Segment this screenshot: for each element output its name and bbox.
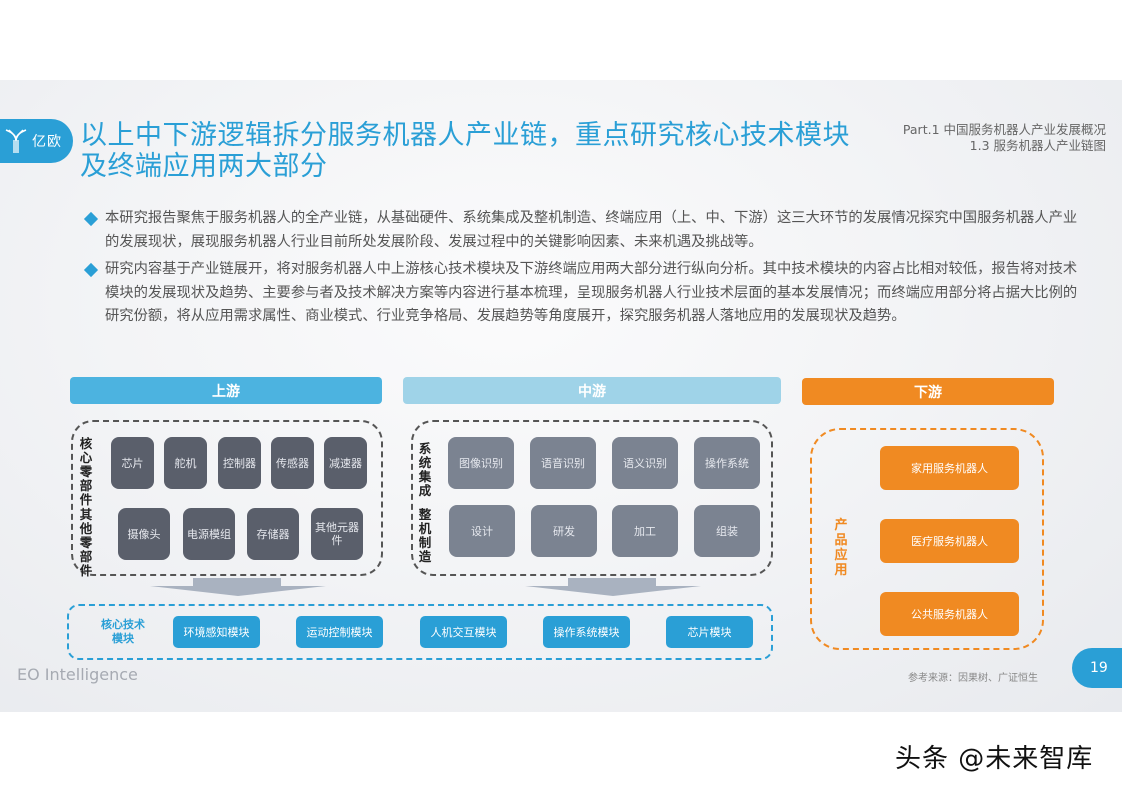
down-arrow-icon: [525, 578, 701, 596]
component-box: 摄像头: [118, 508, 170, 560]
component-box: 组装: [694, 505, 760, 557]
downstream-header: 下游: [802, 378, 1054, 405]
section-sub: 1.3 服务机器人产业链图: [969, 138, 1106, 153]
component-box: 其他元器件: [311, 508, 363, 560]
diamond-bullet-icon: [83, 211, 99, 227]
group-label-core-parts: 核心零部件: [79, 436, 93, 507]
tech-module-box: 芯片模块: [666, 616, 753, 648]
bullet-item: 本研究报告聚焦于服务机器人的全产业链，从基础硬件、系统集成及整机制造、终端应用（…: [83, 207, 1078, 254]
component-box: 设计: [449, 505, 515, 557]
component-box: 研发: [531, 505, 597, 557]
component-box: 电源模组: [183, 508, 235, 560]
application-box: 公共服务机器人: [880, 592, 1019, 636]
bullet-list: 本研究报告聚焦于服务机器人的全产业链，从基础硬件、系统集成及整机制造、终端应用（…: [83, 207, 1078, 333]
component-box: 图像识别: [448, 437, 514, 489]
logo-text: 亿欧: [32, 134, 62, 150]
component-box: 操作系统: [694, 437, 760, 489]
tech-module-box: 环境感知模块: [173, 616, 260, 648]
group-label-manufacturing: 整机制造: [418, 507, 432, 564]
logo-y-icon: [5, 129, 27, 153]
watermark: 头条 @未来智库: [895, 744, 1094, 774]
component-box: 芯片: [111, 437, 154, 489]
tech-module-box: 运动控制模块: [296, 616, 383, 648]
core-tech-label: 核心技术模块: [101, 618, 145, 645]
midstream-box: [411, 420, 773, 576]
component-box: 减速器: [324, 437, 367, 489]
component-box: 语音识别: [530, 437, 596, 489]
slide: 亿欧 以上中下游逻辑拆分服务机器人产业链，重点研究核心技术模块及终端应用两大部分…: [0, 80, 1122, 712]
down-arrow-icon: [150, 578, 326, 596]
page-title: 以上中下游逻辑拆分服务机器人产业链，重点研究核心技术模块及终端应用两大部分: [80, 120, 850, 182]
tech-module-box: 人机交互模块: [420, 616, 507, 648]
footer-brand: EO Intelligence: [17, 665, 138, 684]
application-box: 家用服务机器人: [880, 446, 1019, 490]
group-label-product-application: 产品应用: [834, 518, 848, 578]
group-label-system-integration: 系统集成: [418, 441, 432, 498]
midstream-header: 中游: [403, 377, 781, 404]
downstream-box: [810, 428, 1044, 650]
diamond-bullet-icon: [83, 262, 99, 278]
component-box: 传感器: [271, 437, 314, 489]
component-box: 舵机: [164, 437, 207, 489]
section-reference: Part.1 中国服务机器人产业发展概况 1.3 服务机器人产业链图: [903, 122, 1106, 154]
component-box: 存储器: [247, 508, 299, 560]
component-box: 语义识别: [612, 437, 678, 489]
upstream-box: [71, 420, 383, 576]
page-number: 19: [1072, 648, 1122, 688]
core-tech-box: [67, 604, 773, 660]
upstream-header: 上游: [70, 377, 382, 404]
bullet-item: 研究内容基于产业链展开，将对服务机器人中上游核心技术模块及下游终端应用两大部分进…: [83, 258, 1078, 329]
application-box: 医疗服务机器人: [880, 519, 1019, 563]
component-box: 加工: [612, 505, 678, 557]
section-part: Part.1 中国服务机器人产业发展概况: [902, 122, 1106, 137]
tech-module-box: 操作系统模块: [543, 616, 630, 648]
group-label-other-parts: 其他零部件: [79, 507, 93, 578]
source-note: 参考来源：因果树、广证恒生: [908, 673, 1038, 684]
component-box: 控制器: [218, 437, 261, 489]
logo: 亿欧: [0, 119, 73, 163]
